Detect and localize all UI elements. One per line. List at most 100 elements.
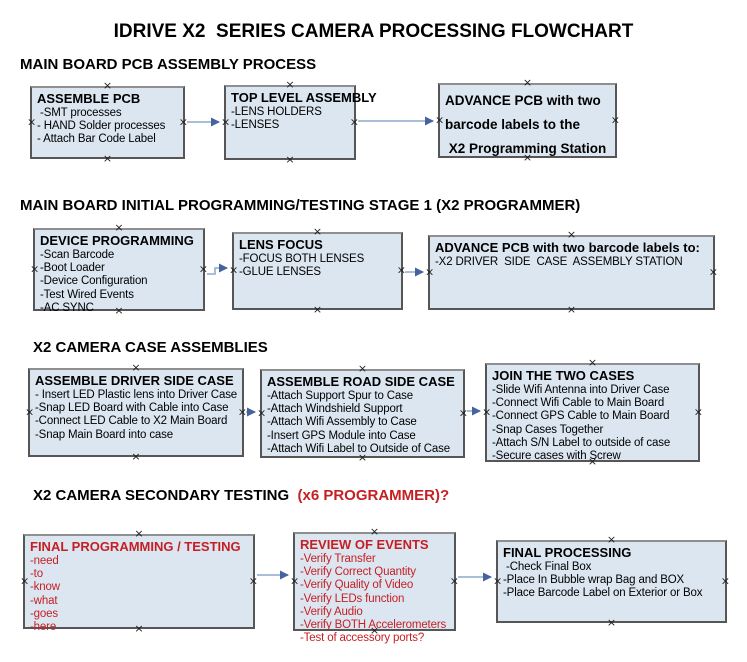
connection-point-marker: × [20,574,30,587]
box-items: -Attach Support Spur to Case-Attach Wind… [267,390,458,456]
box-items: -FOCUS BOTH LENSES-GLUE LENSES [239,253,396,279]
connection-point-marker: × [257,406,267,419]
box-item: -Attach Support Spur to Case [267,390,414,402]
box-item: -Connect Wifi Cable to Main Board [492,397,665,410]
connection-point-marker: × [312,303,323,316]
box-title: FINAL PROCESSING [503,545,632,560]
box-item: -SMT processes [37,107,122,119]
connection-point-marker: × [708,265,718,278]
box-item: -GLUE LENSES [239,266,321,279]
box-item: -Verify Audio [300,605,363,618]
connection-point-marker: × [237,405,247,418]
heading-black-part: X2 CAMERA SECONDARY TESTING [33,487,298,504]
box-device-programming: DEVICE PROGRAMMING -Scan Barcode-Boot Lo… [30,222,208,316]
box-item: - Attach Bar Code Label [37,133,156,146]
box-item: -here [30,621,57,634]
box-item: -LENSES [231,119,280,132]
box-item: -FOCUS BOTH LENSES [239,253,365,265]
box-items: -need-to-know-what-goes-here [30,555,248,634]
box-title: DEVICE PROGRAMMING [40,233,194,248]
box-item: -LENS HOLDERS [231,106,322,118]
box-items: -Slide Wifi Antenna into Driver Case-Con… [492,384,693,463]
box-items: -LENS HOLDERS-LENSES [231,106,349,132]
box-title: ASSEMBLE PCB [37,91,141,106]
box-title: ADVANCE PCB with two barcode labels to t… [445,93,607,156]
box-item: -Snap Main Board into case [35,428,174,441]
connection-point-marker: × [290,574,300,587]
section-heading-initial-programming: MAIN BOARD INITIAL PROGRAMMING/TESTING S… [20,197,581,214]
box-item: -Device Configuration [40,275,148,288]
box-assemble-road-side-case: ASSEMBLE ROAD SIDE CASE -Attach Support … [257,363,468,463]
box-item: -Test Wired Events [40,288,134,301]
connection-point-marker: × [27,115,37,128]
box-item: -Insert GPS Module into Case [267,429,416,442]
flow-arrow [207,263,228,275]
heading-red-part: (x6 PROGRAMMER)? [297,487,450,504]
box-item: -Verify Correct Quantity [300,566,416,579]
connection-point-marker: × [435,113,445,126]
connection-point-marker: × [396,263,406,277]
box-title: LENS FOCUS [239,237,323,252]
box-item: -Place In Bubble wrap Bag and BOX [503,574,685,587]
box-item: -Connect LED Cable to X2 Main Board [35,415,228,428]
box-advance-pcb-to-assembly-station: ADVANCE PCB with two barcode labels to: … [425,229,718,315]
connection-point-marker: × [425,265,435,278]
connection-point-marker: × [349,115,359,128]
connection-point-marker: × [131,450,141,463]
box-item: -goes [30,607,59,620]
box-item: -need [30,555,59,567]
connection-point-marker: × [610,113,620,126]
box-review-of-events: REVIEW OF EVENTS -Verify Transfer-Verify… [290,526,459,644]
connection-point-marker: × [102,152,113,165]
connection-point-marker: × [606,616,617,629]
connection-point-marker: × [693,405,703,418]
box-item: -Verify BOTH Accelerometers [300,619,447,632]
box-item: -Check Final Box [503,561,592,573]
box-item: -to [30,568,43,581]
box-item: -Connect GPS Cable to Main Board [492,410,670,423]
box-join-the-two-cases: JOIN THE TWO CASES -Slide Wifi Antenna i… [482,357,703,467]
section-heading-secondary-testing: X2 CAMERA SECONDARY TESTING (x6 PROGRAMM… [33,487,449,504]
box-top-level-assembly: TOP LEVEL ASSEMBLY -LENS HOLDERS-LENSES … [221,79,377,165]
section-heading-case-assemblies: X2 CAMERA CASE ASSEMBLIES [33,339,268,356]
box-item: - Insert LED Plastic lens into Driver Ca… [35,389,238,401]
box-title: ASSEMBLE DRIVER SIDE CASE [35,373,234,388]
box-item: -Scan Barcode [40,249,115,261]
box-item: -Boot Loader [40,262,105,275]
box-item: -Verify Transfer [300,553,376,565]
connection-point-marker: × [566,303,577,316]
box-assemble-pcb: ASSEMBLE PCB -SMT processes- HAND Solder… [27,80,188,164]
box-items: -Verify Transfer-Verify Correct Quantity… [300,553,449,645]
connection-point-marker: × [198,262,208,275]
connection-point-marker: × [25,405,35,418]
box-lens-focus: LENS FOCUS -FOCUS BOTH LENSES-GLUE LENSE… [229,226,406,315]
connection-point-marker: × [229,263,239,277]
box-item: -Slide Wifi Antenna into Driver Case [492,384,670,396]
box-item: -what [30,594,58,607]
box-title: FINAL PROGRAMMING / TESTING [30,539,241,554]
box-title: TOP LEVEL ASSEMBLY [231,90,377,105]
box-item: -Snap LED Board with Cable into Case [35,402,229,415]
box-title: ASSEMBLE ROAD SIDE CASE [267,374,455,389]
box-items: -Check Final Box-Place In Bubble wrap Ba… [503,561,720,601]
box-title: ADVANCE PCB with two barcode labels to: [435,240,700,255]
box-item: -Attach S/N Label to outside of case [492,436,671,449]
section-heading-pcb-assembly: MAIN BOARD PCB ASSEMBLY PROCESS [20,56,317,73]
box-items: - Insert LED Plastic lens into Driver Ca… [35,389,237,442]
connection-point-marker: × [178,115,188,128]
box-item: -Attach Windshield Support [267,403,403,416]
box-items: -X2 DRIVER SIDE CASE ASSEMBLY STATION [435,256,708,269]
connection-point-marker: × [458,406,468,419]
box-item: -AC SYNC [40,301,94,314]
box-assemble-driver-side-case: ASSEMBLE DRIVER SIDE CASE - Insert LED P… [25,362,247,462]
box-item: -Test of accessory ports? [300,632,425,645]
connection-point-marker: × [285,153,295,166]
box-advance-pcb-to-programming-station: ADVANCE PCB with two barcode labels to t… [435,77,620,163]
box-title: REVIEW OF EVENTS [300,537,429,552]
connection-point-marker: × [449,574,459,587]
box-item: -Verify LEDs function [300,592,405,605]
connection-point-marker: × [30,262,40,275]
connection-point-marker: × [482,405,492,418]
connection-point-marker: × [493,574,503,587]
box-item: -Snap Cases Together [492,423,604,436]
